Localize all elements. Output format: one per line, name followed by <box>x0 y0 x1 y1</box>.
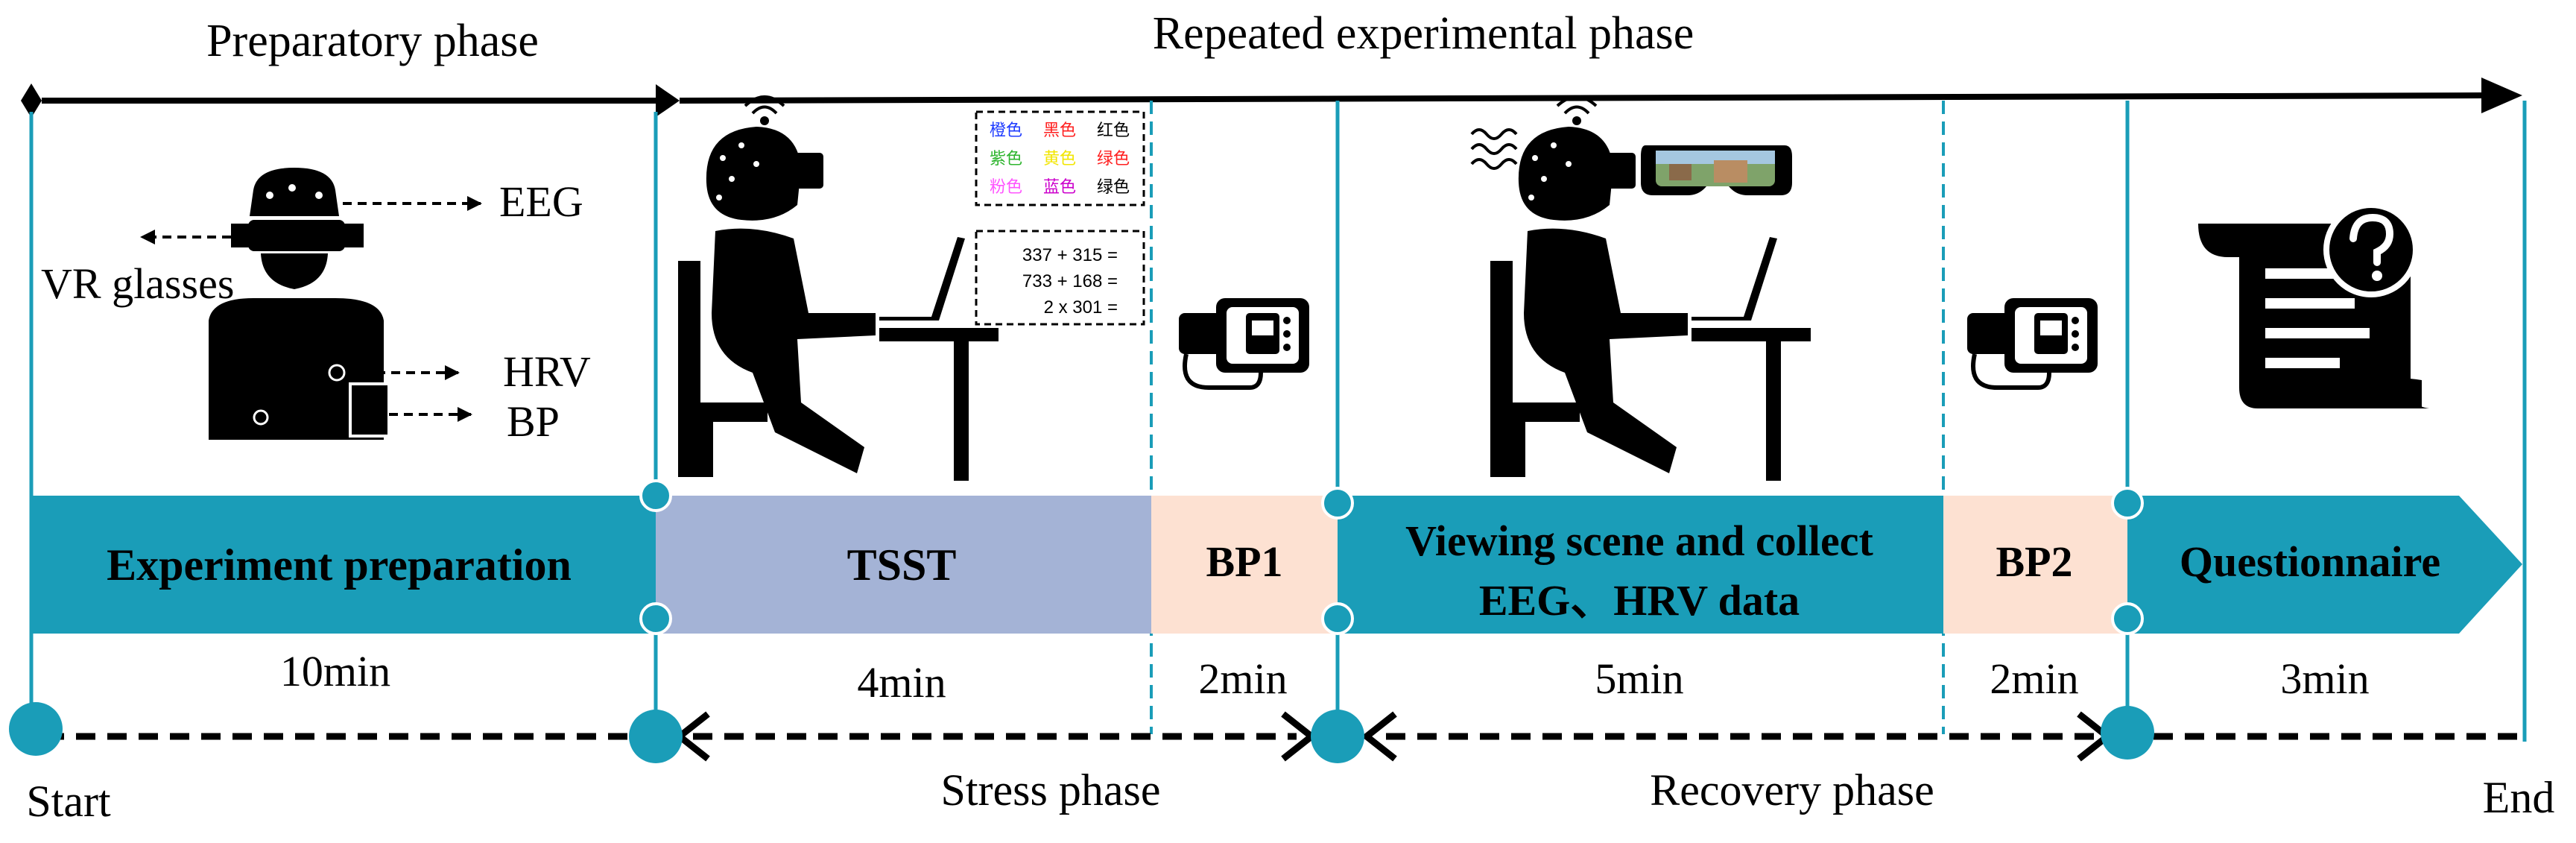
viewing-seated-person-icon <box>1470 95 1811 481</box>
durations: 10min 4min 2min 5min 2min 3min <box>280 647 2370 707</box>
block-bp1 <box>1151 496 1338 634</box>
stroop-word: 黑色 <box>1043 121 1076 139</box>
preparatory-phase-label: Preparatory phase <box>206 16 539 66</box>
start-diamond-marker <box>21 83 42 118</box>
stroop-word: 绿色 <box>1097 177 1130 196</box>
bp2-label: BP2 <box>1996 537 2072 586</box>
block-questionnaire <box>2127 496 2522 634</box>
stroop-word: 紫色 <box>990 149 1022 168</box>
block-labels: Experiment preparation TSST BP1 Viewing … <box>107 517 2440 625</box>
stroop-task-card: 橙色黑色红色紫色黄色绿色粉色蓝色绿色 <box>975 110 1145 206</box>
bp-monitor-icon-1 <box>1179 298 1309 390</box>
tsst-label: TSST <box>847 540 957 590</box>
bp-monitor-icon-2 <box>1967 298 2098 390</box>
block-experiment-preparation <box>31 496 656 634</box>
stroop-word: 红色 <box>1097 121 1130 139</box>
vertical-dividers <box>29 101 2527 742</box>
stroop-word: 橙色 <box>990 121 1022 139</box>
math-line-1: 337 + 315 = <box>1022 245 1118 265</box>
stroop-word: 粉色 <box>990 177 1022 196</box>
equipped-person-icon <box>209 168 390 440</box>
stroop-word: 黄色 <box>1043 149 1076 168</box>
bp1-label: BP1 <box>1206 537 1282 586</box>
duration-bp2: 2min <box>1990 654 2078 703</box>
duration-experiment-preparation: 10min <box>280 647 390 695</box>
block-edge-circles <box>639 479 2144 635</box>
bp-label: BP <box>507 397 560 446</box>
block-bp2 <box>1943 496 2127 634</box>
timeline-node-questionnaire <box>2101 706 2154 760</box>
viewing-scene-label-line1: Viewing scene and collect <box>1405 517 1873 565</box>
timeline-node-viewing <box>1311 710 1364 763</box>
duration-bp1: 2min <box>1198 654 1287 703</box>
preparatory-arrowhead <box>656 84 680 117</box>
viewing-scene-label-line2: EEG、HRV data <box>1479 576 1800 625</box>
block-tsst <box>656 496 1151 634</box>
vr-headset-scene-icon <box>1641 145 1792 195</box>
recovery-phase-label: Recovery phase <box>1650 765 1934 815</box>
duration-viewing-scene: 5min <box>1595 654 1683 703</box>
recovery-left-arrowhead <box>1361 711 1397 762</box>
block-viewing-scene <box>1338 496 1943 634</box>
timeline-node-start <box>9 702 63 756</box>
math-line-3: 2 x 301 = <box>1044 297 1118 318</box>
duration-questionnaire: 3min <box>2280 654 2369 703</box>
math-task-card: 337 + 315 = 733 + 168 = 2 x 301 = <box>975 230 1145 326</box>
stress-phase-label: Stress phase <box>941 765 1161 815</box>
tsst-seated-person-icon <box>678 95 999 481</box>
questionnaire-scroll-icon <box>2198 202 2429 408</box>
repeated-phase-label: Repeated experimental phase <box>1153 8 1694 59</box>
phase-blocks <box>31 496 2522 634</box>
stroop-word: 绿色 <box>1097 149 1130 168</box>
eeg-label: EEG <box>499 177 583 226</box>
bottom-timeline <box>9 702 2522 763</box>
end-label: End <box>2483 773 2555 822</box>
equipment-arrows <box>140 196 482 422</box>
math-line-2: 733 + 168 = <box>1022 271 1118 291</box>
experiment-preparation-label: Experiment preparation <box>107 540 572 590</box>
questionnaire-label: Questionnaire <box>2180 537 2440 586</box>
start-label: Start <box>26 777 111 826</box>
stroop-word: 蓝色 <box>1043 177 1076 196</box>
vr-glasses-label: VR glasses <box>41 259 234 308</box>
hrv-label: HRV <box>503 347 591 396</box>
timeline-node-tsst <box>629 710 683 763</box>
top-phase-arrows <box>21 78 2522 118</box>
repeated-arrowhead <box>2481 78 2522 113</box>
duration-tsst: 4min <box>857 658 946 707</box>
stress-right-arrowhead <box>1281 711 1317 762</box>
